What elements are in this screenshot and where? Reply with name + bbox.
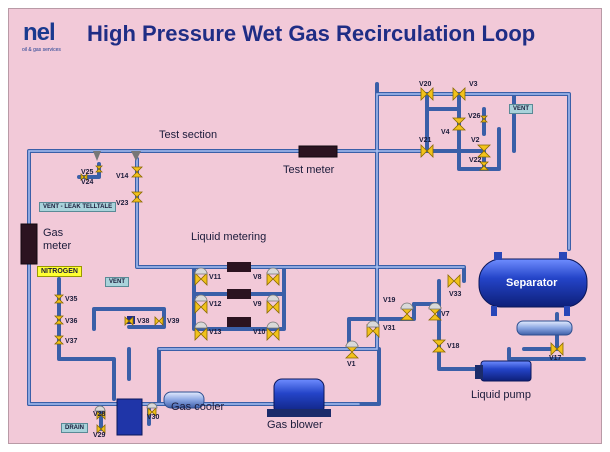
gas-cooler: [163, 391, 205, 409]
nel-logo: nel: [23, 19, 56, 46]
valve-v21-icon: [420, 144, 434, 158]
valve-v29-icon: [96, 424, 106, 434]
valve-v9-icon: [266, 300, 280, 314]
valve-v19-icon: [400, 307, 414, 321]
valve-v24-icon: [80, 173, 88, 181]
valve-v1-icon: [345, 345, 359, 359]
valve-v26-icon: [480, 115, 488, 123]
valve-v20-icon: [420, 87, 434, 101]
valve-v25-icon: [95, 165, 103, 173]
valve-actuators: [94, 267, 442, 412]
valve-v12-icon: [194, 300, 208, 314]
drain-tag: DRAIN: [61, 423, 88, 433]
loop-schematic: [20, 82, 588, 436]
valve-v19-label: V19: [383, 297, 396, 304]
vent-leak-text: VENT - LEAK: [43, 204, 81, 210]
page-title: High Pressure Wet Gas Recirculation Loop: [87, 21, 536, 46]
valve-v22-label: V22: [469, 157, 482, 164]
valve-v17-label: V17: [549, 355, 562, 362]
valve-v14-icon: [131, 166, 143, 178]
test-section-label: Test section: [159, 129, 218, 141]
test-section-nozzle: [131, 151, 141, 161]
gas-meter-label-line1: Gas: [43, 227, 64, 239]
valve-v23-label: V23: [116, 200, 129, 207]
valve-v36-label: V36: [65, 318, 78, 325]
valve-v20-label: V20: [419, 81, 432, 88]
valve-v3-label: V3: [469, 81, 478, 88]
valve-v1-label: V1: [347, 361, 356, 368]
valve-v35-icon: [54, 294, 64, 304]
valve-v2-icon: [477, 144, 491, 158]
valve-v11-icon: [194, 272, 208, 286]
valve-v33-label: V33: [449, 291, 462, 298]
valve-v24-label: V24: [81, 179, 94, 186]
vent-tag-left: VENT: [105, 277, 130, 287]
valve-v37-icon: [54, 335, 64, 345]
valve-v22-icon: [479, 161, 489, 171]
valve-v4-icon: [452, 117, 466, 131]
gas-meter-body: [20, 223, 38, 265]
valve-v39-label: V39: [167, 318, 180, 325]
valve-v8-label: V8: [253, 274, 262, 281]
valve-v13-label: V13: [209, 329, 222, 336]
valve-v23-icon: [131, 191, 143, 203]
separator-label: Separator: [506, 277, 558, 289]
valve-v17-icon: [550, 342, 564, 356]
separator-cooler: [516, 320, 573, 336]
gas-meter-label-line2: meter: [43, 240, 72, 252]
diagram-canvas: nel oil & gas services High Pressure Wet…: [8, 8, 602, 444]
drain-tank: [116, 398, 143, 436]
valve-v38-icon: [124, 316, 134, 326]
valve-v35-label: V35: [65, 296, 78, 303]
nitrogen-tag: NITROGEN: [37, 266, 82, 277]
valve-v3-icon: [452, 87, 466, 101]
valve-v36-icon: [54, 315, 64, 325]
valve-v39-icon: [154, 316, 164, 326]
pipe-highlight: [28, 93, 570, 405]
valve-v37-label: V37: [65, 338, 78, 345]
liquid-pump: [475, 360, 532, 382]
vent-leak-tag: VENT - LEAK TELLTALE: [39, 202, 117, 212]
valve-v38-label: V38: [137, 318, 150, 325]
valve-v14-label: V14: [116, 173, 129, 180]
valve-v18-icon: [432, 339, 446, 353]
valve-v7-label: V7: [441, 311, 450, 318]
vent-tag-right: VENT: [509, 104, 534, 114]
gas-cooler-label: Gas cooler: [171, 401, 225, 413]
gas-blower: [267, 378, 331, 417]
telltale-text: TELLTALE: [82, 204, 113, 210]
gas-blower-label: Gas blower: [267, 419, 323, 431]
test-meter-body: [298, 145, 338, 158]
test-meter-label: Test meter: [283, 164, 335, 176]
valve-v11-label: V11: [209, 274, 222, 281]
valve-v29-label: V29: [93, 432, 106, 439]
valve-v2-label: V2: [471, 137, 480, 144]
valve-v30-label: V30: [147, 414, 160, 421]
valves: [54, 87, 564, 434]
valve-v21-label: V21: [419, 137, 432, 144]
valve-v18-label: V18: [447, 343, 460, 350]
valve-v12-label: V12: [209, 301, 222, 308]
valve-v33-icon: [447, 274, 461, 288]
valve-v25-label: V25: [81, 169, 94, 176]
valve-v9-label: V9: [253, 301, 262, 308]
valve-v28-label: V28: [93, 411, 106, 418]
liquid-pump-label: Liquid pump: [471, 389, 531, 401]
valve-v10-label: V10: [253, 329, 266, 336]
logo-subtext: oil & gas services: [22, 47, 61, 53]
liquid-metering-label: Liquid metering: [191, 231, 267, 243]
valve-v26-label: V26: [468, 113, 481, 120]
separator-vessel: [478, 252, 588, 316]
test-section-nozzle: [93, 151, 101, 161]
valve-v4-label: V4: [441, 129, 450, 136]
valve-v31-label: V31: [383, 325, 396, 332]
valve-v8-icon: [266, 272, 280, 286]
